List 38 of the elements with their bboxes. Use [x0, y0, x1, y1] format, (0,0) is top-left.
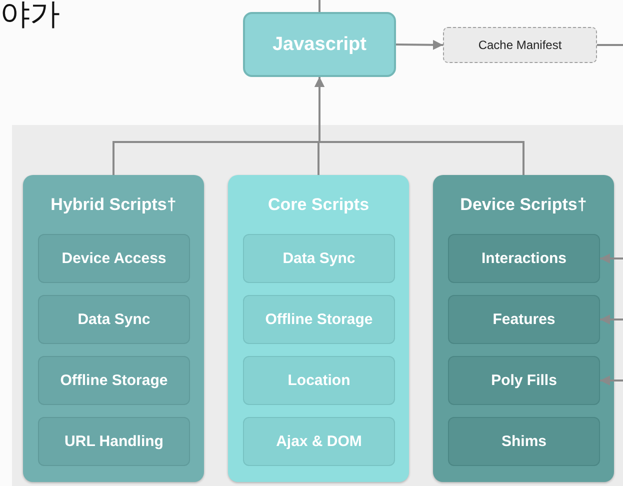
item-box [243, 356, 395, 405]
box-label: Offline Storage [265, 311, 373, 328]
box-label: Javascript [272, 34, 366, 56]
box-label: Shims [501, 433, 546, 450]
arrow [600, 314, 623, 324]
item-box [243, 417, 395, 466]
item-box [448, 356, 600, 405]
connector-line [597, 44, 623, 46]
box-label: URL Handling [64, 433, 164, 450]
group-panel [228, 175, 409, 482]
item-box [448, 295, 600, 344]
box-label: Location [288, 372, 350, 389]
arrow [600, 254, 623, 264]
box-label: Data Sync [282, 250, 356, 267]
box-label: Features [492, 311, 556, 328]
box-label: Interactions [481, 250, 567, 267]
group-title: Hybrid Scripts† [50, 195, 176, 215]
group-panel [433, 175, 614, 482]
box-label: Ajax & DOM [276, 433, 362, 450]
connector-line [318, 0, 320, 12]
process-box [243, 12, 396, 77]
dashed-box [443, 27, 597, 63]
box-label: Poly Fills [491, 372, 557, 389]
box-label: Data Sync [78, 311, 150, 328]
arrow [396, 40, 444, 50]
group-title: Core Scripts [268, 195, 370, 215]
arrow [600, 376, 623, 386]
box-label: Offline Storage [60, 372, 168, 389]
group-title: Device Scripts† [460, 195, 587, 215]
box-label: Cache Manifest [478, 38, 562, 52]
item-box [448, 417, 600, 466]
item-box [448, 234, 600, 283]
item-box [243, 295, 395, 344]
box-label: Device Access [62, 250, 166, 267]
arrow [314, 77, 524, 175]
item-box [243, 234, 395, 283]
group-panel [23, 175, 204, 482]
heading-text: 야가 [0, 0, 60, 34]
